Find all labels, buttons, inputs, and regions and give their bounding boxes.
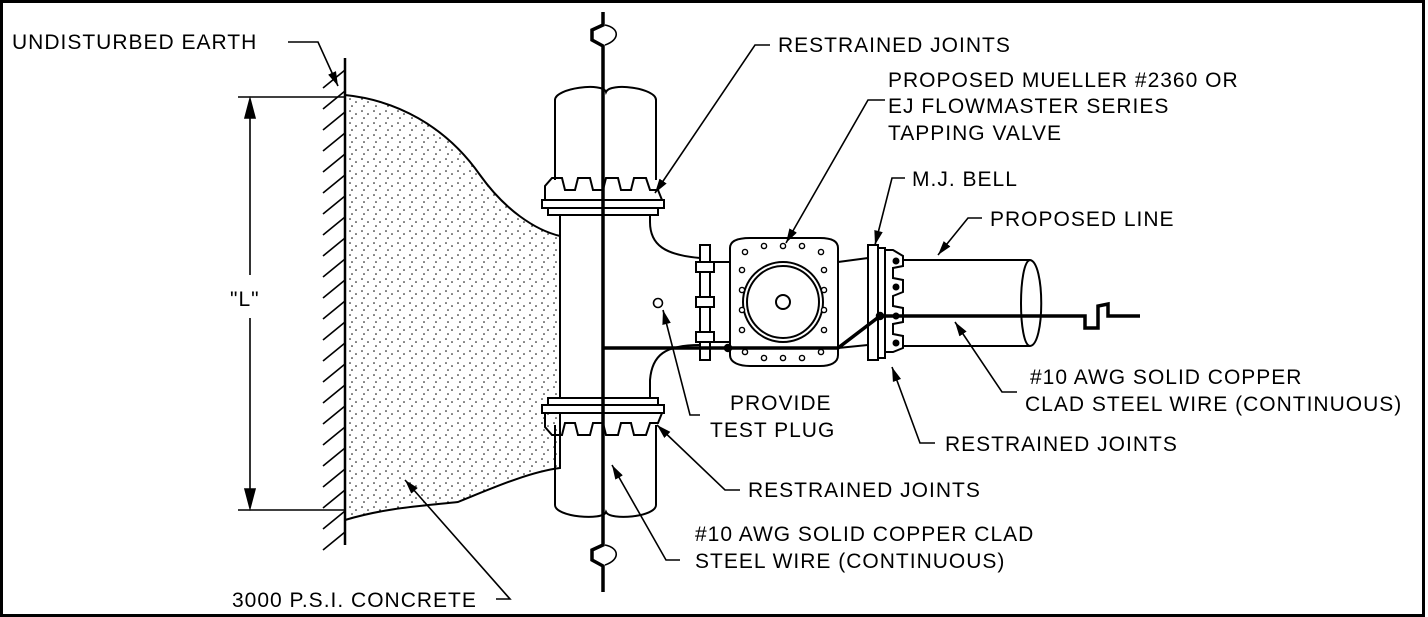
valve-bolt (779, 242, 787, 250)
undisturbed-earth-wall (322, 58, 347, 551)
label-undisturbed-earth: UNDISTURBED EARTH (12, 31, 257, 54)
valve-bolt (741, 348, 749, 356)
valve-bolt (779, 354, 787, 362)
earth-hatch-line (322, 342, 346, 362)
valve-bolt (820, 286, 828, 294)
valve-bolt (760, 242, 768, 250)
earth-hatch-line (322, 405, 346, 425)
valve-bolt (820, 306, 828, 314)
concrete-thrust-block (344, 93, 561, 522)
label-mj-bell: M.J. BELL (912, 168, 1018, 191)
label-wire-bottom-line2: STEEL WIRE (CONTINUOUS) (695, 550, 1005, 573)
earth-hatch-line (322, 489, 346, 509)
valve-bolt (738, 266, 746, 274)
earth-hatch-line (322, 195, 346, 215)
test-plug (652, 297, 664, 309)
label-valve-line3: TAPPING VALVE (888, 122, 1062, 145)
label-wire-right-line1: #10 AWG SOLID COPPER (1030, 366, 1302, 389)
earth-hatch-line (322, 363, 346, 383)
valve-bolt (738, 306, 746, 314)
valve-bolt (738, 326, 746, 334)
main-pipe (554, 85, 701, 518)
earth-hatch-line (322, 531, 346, 551)
earth-hatch-line (322, 111, 346, 131)
label-restrained-joints-right: RESTRAINED JOINTS (945, 433, 1178, 456)
label-dimension-l: "L" (230, 288, 260, 311)
earth-hatch-line (322, 384, 346, 404)
label-valve-line2: EJ FLOWMASTER SERIES (888, 95, 1169, 118)
earth-hatch-line (322, 468, 346, 488)
earth-hatch-line (322, 174, 346, 194)
copper-wire (590, 12, 1140, 592)
valve-bolt (817, 348, 825, 356)
earth-hatch-line (322, 90, 346, 110)
label-wire-bottom-line1: #10 AWG SOLID COPPER CLAD (695, 523, 1034, 546)
label-wire-right-line2: CLAD STEEL WIRE (CONTINUOUS) (1025, 393, 1402, 416)
label-test-plug-line1: PROVIDE (730, 392, 832, 415)
label-restrained-joints-top: RESTRAINED JOINTS (778, 34, 1011, 57)
earth-hatch-line (322, 279, 346, 299)
leader-lines (288, 41, 1017, 600)
earth-hatch-line (322, 153, 346, 173)
dimension-l (238, 95, 345, 512)
valve-bolt (798, 354, 806, 362)
earth-hatch-line (322, 216, 346, 236)
earth-hatch-line (322, 237, 346, 257)
proposed-line-pipe (903, 259, 1043, 347)
earth-hatch-line (322, 426, 346, 446)
valve-bolt (820, 326, 828, 334)
earth-hatch-line (322, 258, 346, 278)
label-proposed-line: PROPOSED LINE (990, 208, 1175, 231)
label-valve-line1: PROPOSED MUELLER #2360 OR (888, 69, 1239, 92)
valve-bolt (760, 354, 768, 362)
valve-bolt (820, 266, 828, 274)
label-restrained-joints-bottom: RESTRAINED JOINTS (748, 479, 981, 502)
valve-bolt (798, 242, 806, 250)
valve-bolt (741, 248, 749, 256)
earth-hatch-line (322, 447, 346, 467)
label-test-plug-line2: TEST PLUG (710, 419, 835, 442)
earth-hatch-line (322, 132, 346, 152)
label-concrete: 3000 P.S.I. CONCRETE (232, 589, 477, 612)
valve-bolt (817, 248, 825, 256)
earth-hatch-line (322, 510, 346, 530)
earth-hatch-line (322, 300, 346, 320)
tapping-valve (695, 237, 869, 367)
valve-bolt (738, 286, 746, 294)
right-restrained-joint (867, 244, 904, 361)
earth-hatch-line (322, 321, 346, 341)
